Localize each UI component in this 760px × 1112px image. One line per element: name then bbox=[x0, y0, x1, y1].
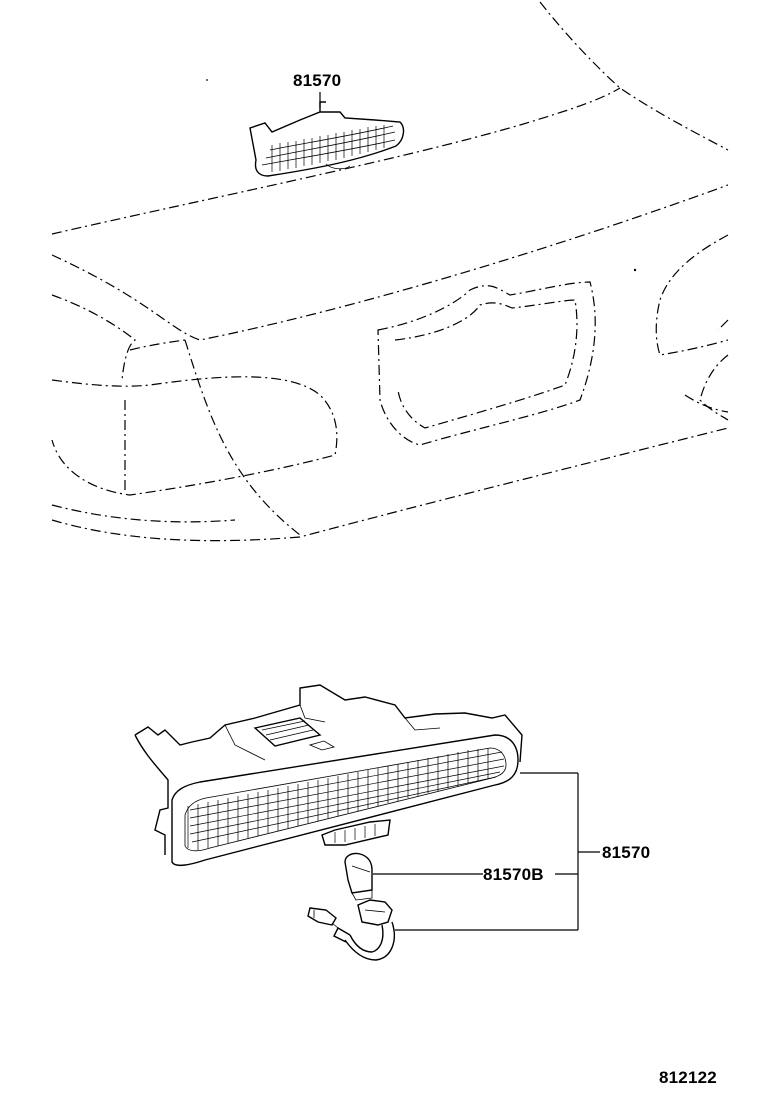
high-mount-stop-lamp bbox=[134, 684, 523, 867]
car-rear-outline bbox=[51, 1, 729, 542]
bulb bbox=[344, 852, 373, 901]
part-label-bulb: 81570B bbox=[483, 865, 544, 884]
top-stop-lamp bbox=[249, 92, 405, 177]
leader-lines bbox=[373, 772, 600, 931]
part-label-right: 81570 bbox=[602, 843, 651, 862]
part-label-top: 81570 bbox=[293, 71, 342, 90]
figure-code: 812122 bbox=[659, 1068, 717, 1087]
socket-wire bbox=[307, 899, 395, 961]
